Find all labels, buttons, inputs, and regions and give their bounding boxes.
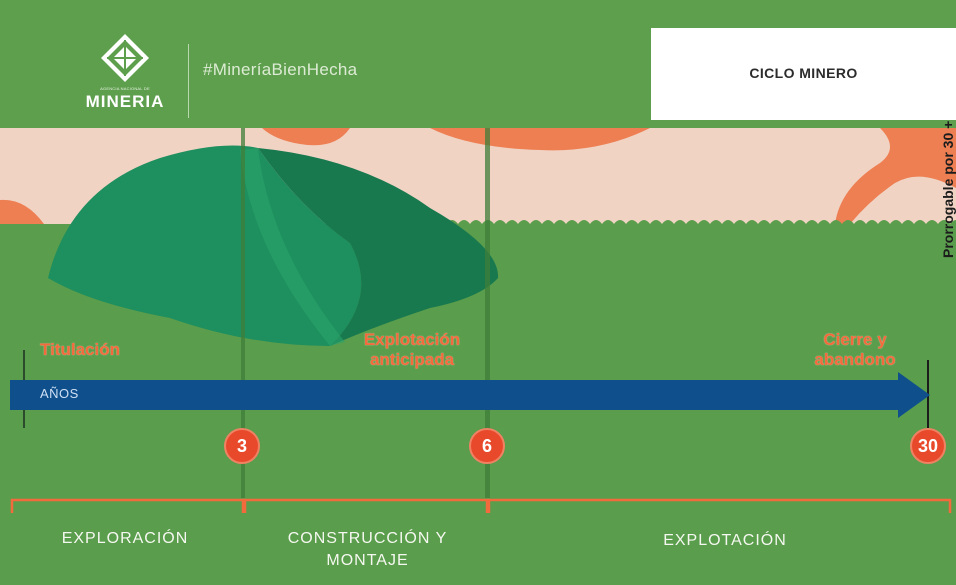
stage-exploracion: EXPLORACIÓN — [20, 528, 230, 550]
year-marker-3: 3 — [224, 428, 260, 464]
title-box: CICLO MINERO — [651, 28, 956, 120]
year-marker-30: 30 — [910, 428, 946, 464]
event-explotacion-anticipada: Explotación anticipada — [363, 330, 461, 369]
timeline-arrow-body — [10, 380, 898, 410]
stage-exploracion-line1: EXPLORACIÓN — [61, 530, 189, 547]
header-divider — [188, 44, 189, 118]
logo-name: MINERIA — [85, 92, 165, 111]
year-marker-6: 6 — [469, 428, 505, 464]
stage-construccion-line1: CONSTRUCCIÓN Y — [287, 530, 448, 547]
stage-explotacion-line1: EXPLOTACIÓN — [663, 532, 787, 549]
wave-edge — [410, 220, 956, 228]
orange-shape-left — [0, 199, 44, 224]
wave-path — [410, 220, 956, 228]
orange-shape-top — [262, 128, 350, 146]
landscape-scene — [0, 128, 956, 585]
event-cierre-abandono: Cierre y abandono — [814, 330, 896, 369]
agency-logo: AGENCIA NACIONAL DE MINERIA — [70, 30, 180, 120]
event-titulacion: Titulación — [40, 340, 120, 359]
bracket-explotacion — [487, 498, 952, 513]
hashtag-text: #MineríaBienHecha — [203, 60, 358, 79]
stage-construccion-line2: MONTAJE — [326, 552, 409, 569]
stage-construccion: CONSTRUCCIÓN Y MONTAJE — [250, 528, 485, 572]
header-band: AGENCIA NACIONAL DE MINERIA #MineríaBien… — [0, 0, 956, 128]
orange-shape-right — [835, 128, 956, 224]
diamond-logo-icon — [101, 34, 149, 82]
divider-year-6 — [485, 128, 490, 498]
bracket-construccion — [243, 498, 489, 513]
divider-year-3 — [241, 128, 245, 498]
mountain-left-face — [48, 145, 362, 346]
stage-explotacion: EXPLOTACIÓN — [560, 530, 890, 552]
extension-note: Prorrogable por 30 + — [940, 120, 956, 258]
logo-caption: AGENCIA NACIONAL DE — [100, 86, 150, 91]
axis-label: AÑOS — [40, 386, 79, 401]
timeline-arrow-head — [898, 372, 930, 418]
page-title: CICLO MINERO — [749, 65, 858, 81]
bracket-exploracion — [10, 498, 245, 513]
mountain-ridge — [240, 148, 345, 346]
mountain-right-face — [258, 148, 499, 346]
